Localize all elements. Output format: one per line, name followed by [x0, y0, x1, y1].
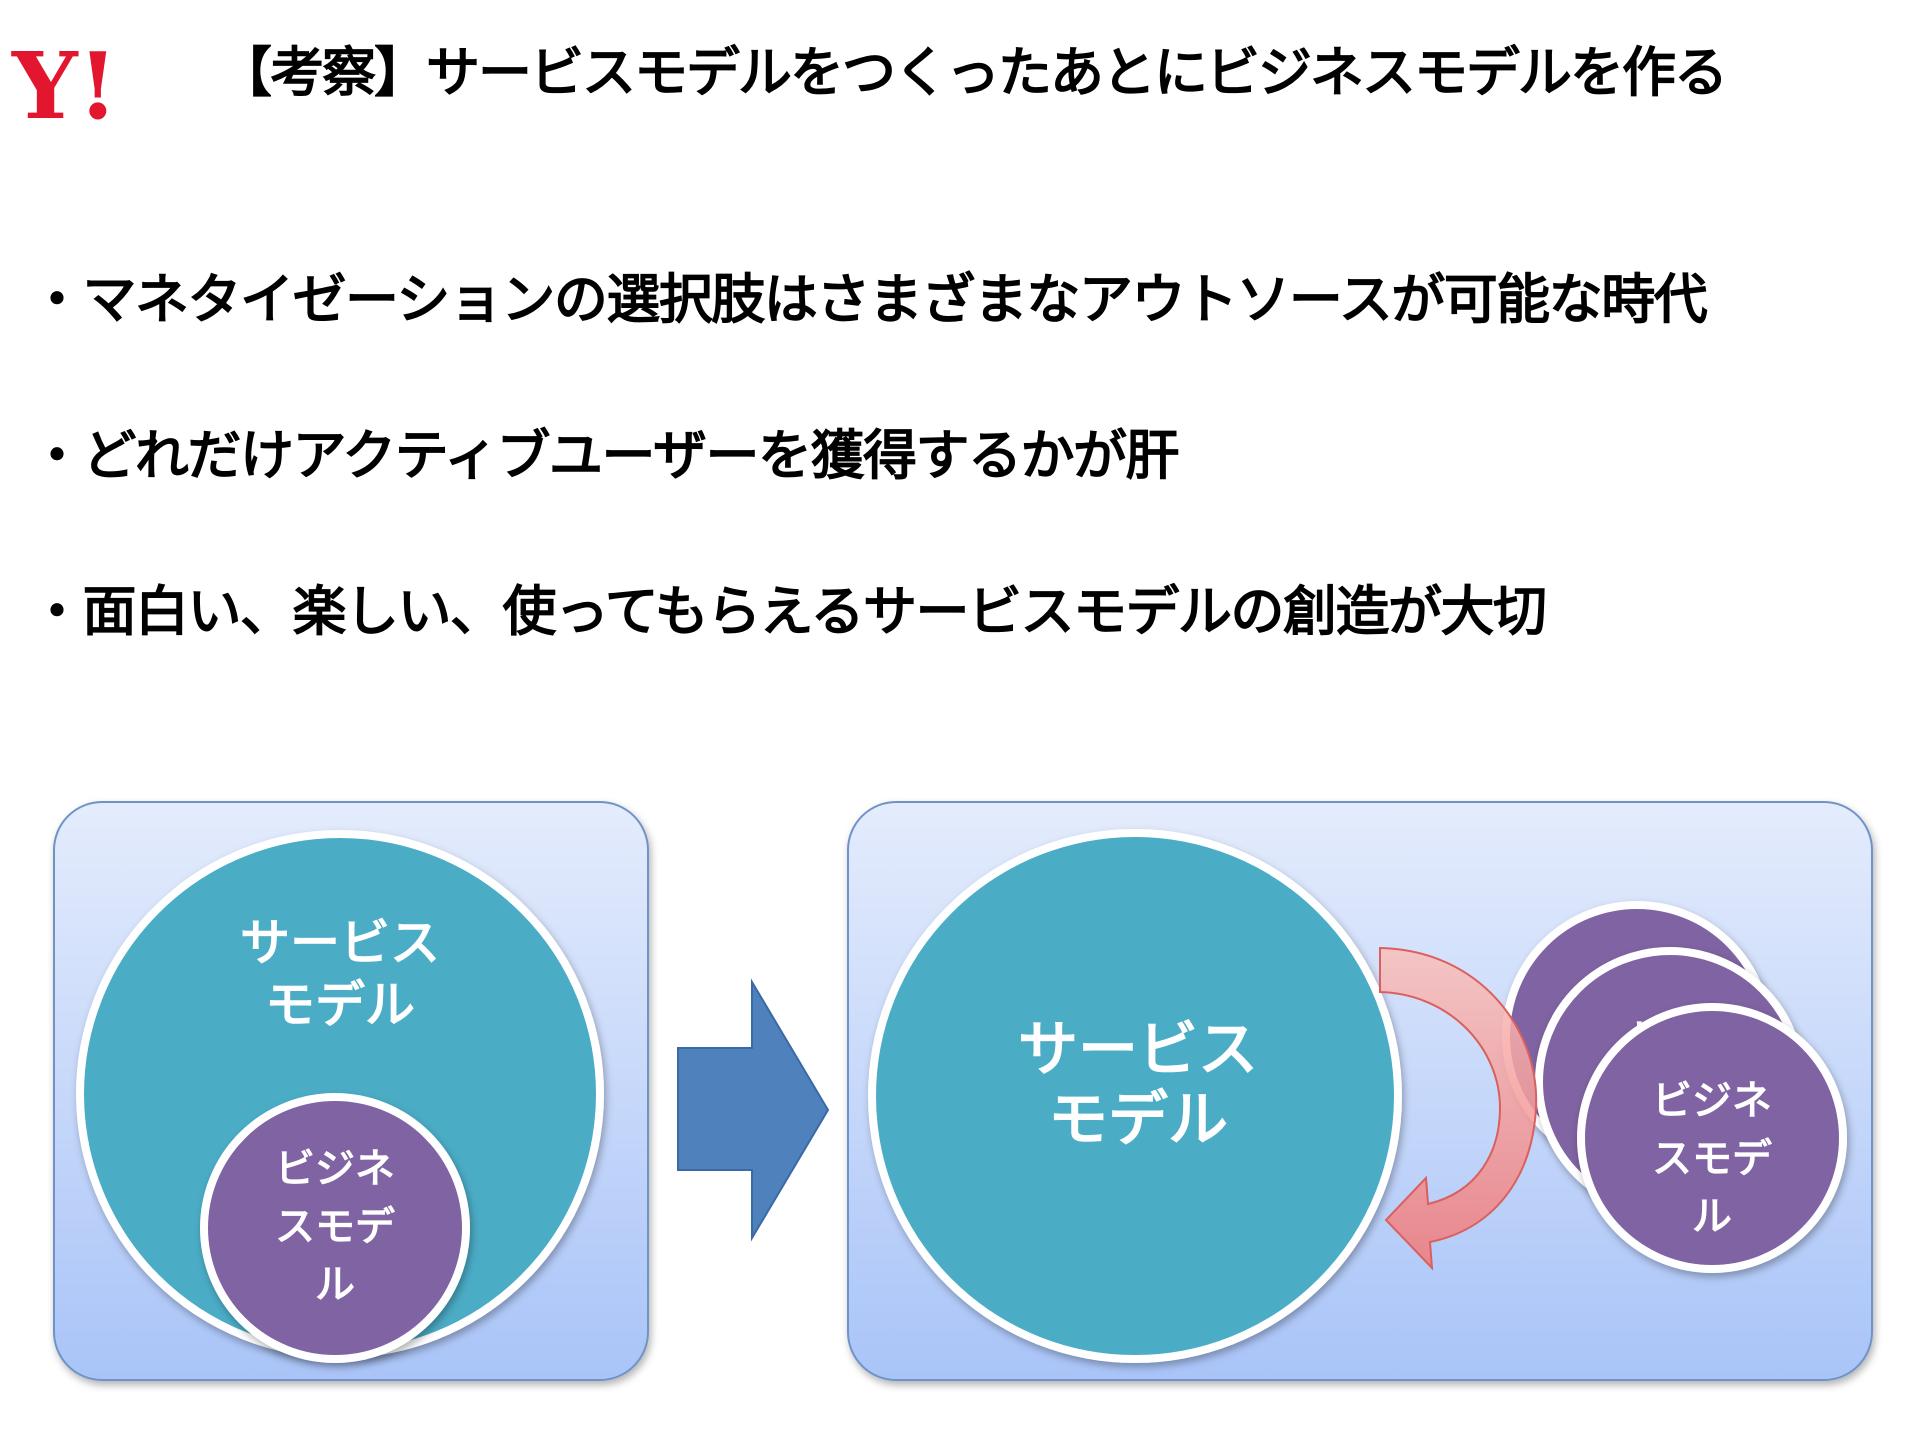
left-service-label-line2: モデル [265, 976, 415, 1034]
bullet-active-users: ・どれだけアクティブユーザーを獲得するかが肝 [30, 424, 1179, 487]
left-business-label-line3: ル [315, 1262, 355, 1308]
cycle-arrow-icon [1379, 946, 1538, 1271]
right-service-label-line2: モデル [1048, 1085, 1228, 1155]
bullet-service-creation: ・面白い、楽しい、使ってもらえるサービスモデルの創造が大切 [30, 580, 1547, 643]
left-business-label-line2: スモデ [275, 1204, 395, 1250]
yahoo-logo: Y! [11, 32, 118, 130]
left-business-model-circle [200, 1093, 470, 1363]
right-panel: サービス モデル ビジ ビジ ビジネ スモデ ル [847, 801, 1873, 1381]
left-service-label-line1: サービス [240, 914, 440, 972]
right-service-label-line1: サービス [1018, 1015, 1258, 1085]
bullet-monetization: ・マネタイゼーションの選択肢はさまざまなアウトソースが可能な時代 [30, 268, 1708, 331]
right-business-model-circle-front [1577, 1003, 1847, 1273]
right-business-label-line1: ビジネ [1652, 1078, 1772, 1124]
slide-title: 【考察】サービスモデルをつくったあとにビジネスモデルを作る [218, 41, 1728, 104]
yahoo-logo-text: Y! [11, 32, 118, 130]
right-business-label-line2: スモデ [1652, 1136, 1772, 1182]
left-business-label-line1: ビジネ [275, 1146, 395, 1192]
bullet-list: ・マネタイゼーションの選択肢はさまざまなアウトソースが可能な時代 ・どれだけアク… [30, 268, 1708, 736]
transition-arrow-icon [677, 978, 830, 1242]
model-diagram: サービス モデル ビジネ スモデ ル サービス モデル ビジ ビジ ビジネ スモ… [53, 801, 1873, 1381]
left-panel: サービス モデル ビジネ スモデ ル [53, 801, 649, 1381]
right-business-label-line3: ル [1692, 1194, 1732, 1240]
right-service-model-circle [868, 829, 1402, 1363]
